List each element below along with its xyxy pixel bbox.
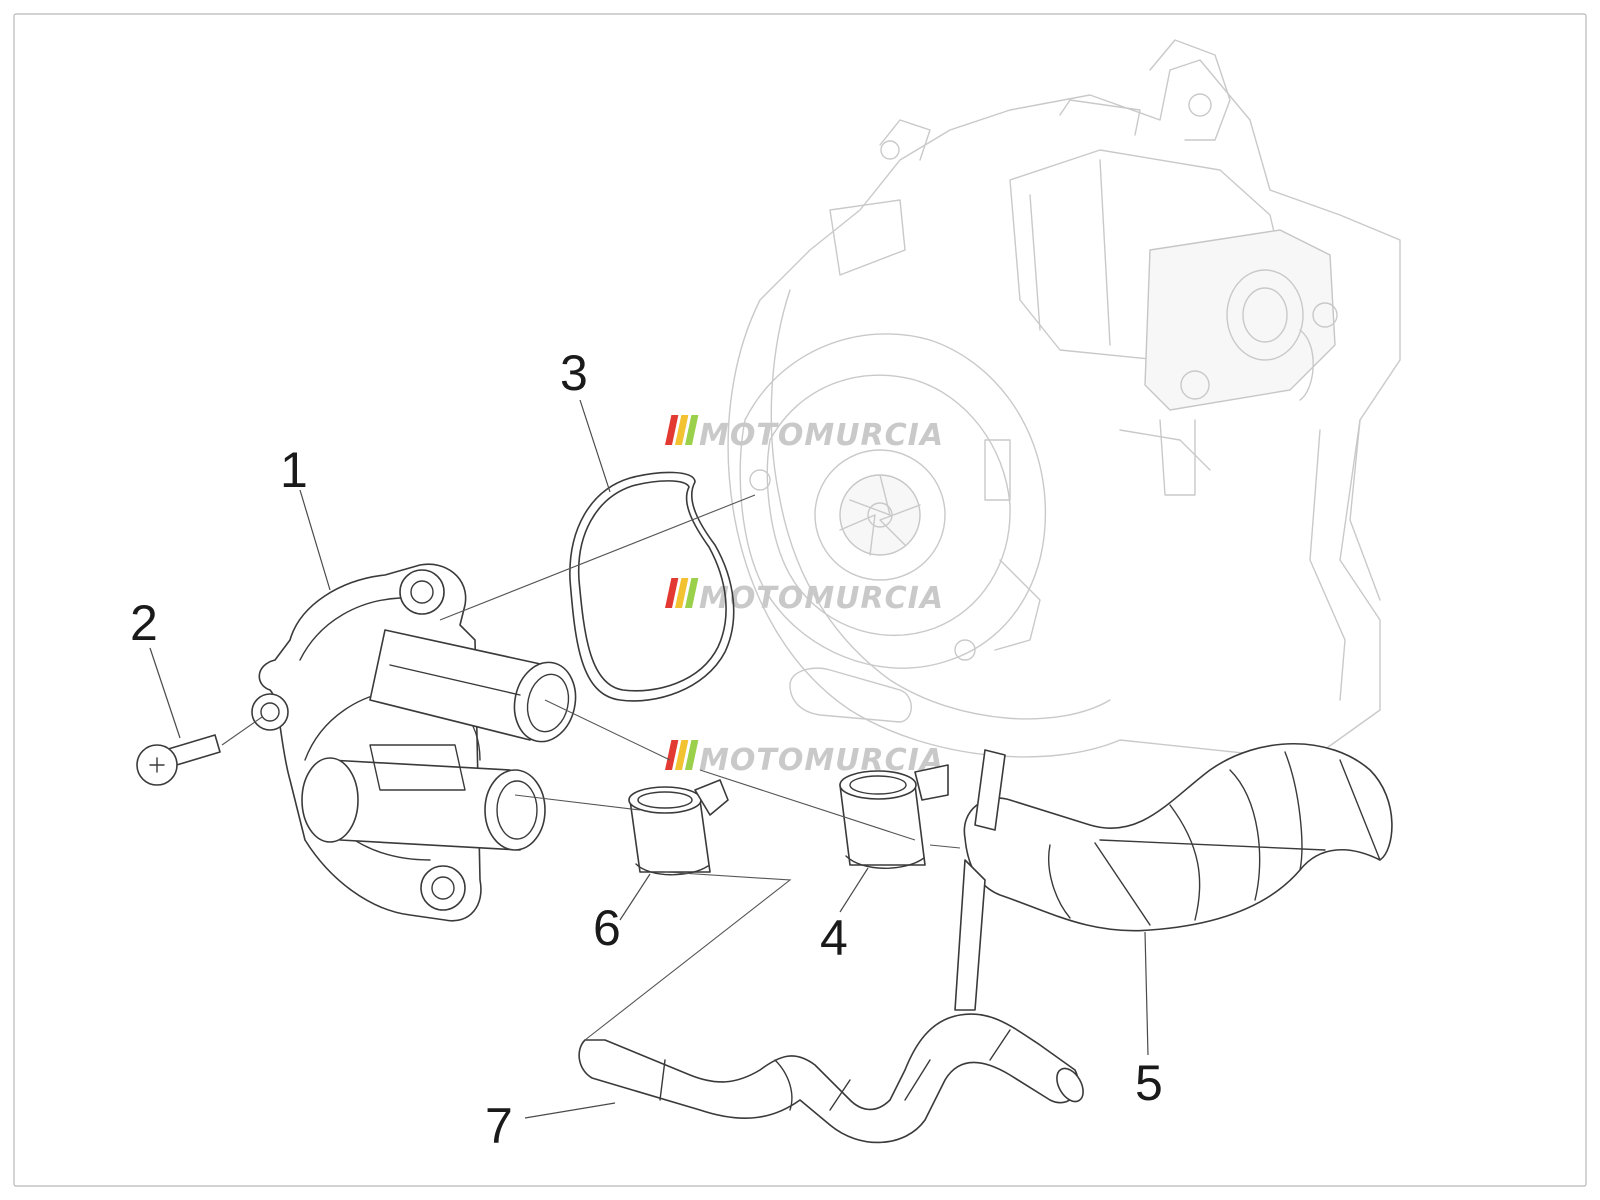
callout-2: 2 — [130, 595, 158, 651]
assembly-guide-lines — [221, 494, 961, 1041]
callout-7: 7 — [485, 1098, 513, 1154]
callout-numbers: 1 2 3 4 5 6 7 — [130, 345, 1163, 1154]
watermark-stripe-yellow — [675, 415, 689, 445]
watermark-text: MOTOMURCIA — [699, 418, 944, 453]
callout-5: 5 — [1135, 1055, 1163, 1111]
leader-7 — [524, 1102, 616, 1119]
leader-lines — [149, 399, 1149, 1119]
part-1-water-pump-cover — [251, 563, 577, 922]
leader-6 — [619, 873, 651, 921]
watermark-stripe-red — [665, 578, 679, 608]
part-2-screw — [136, 734, 221, 786]
watermark-stripe-green — [685, 415, 699, 445]
leader-2 — [149, 647, 181, 739]
callout-1: 1 — [280, 442, 308, 498]
part-7-small-hose — [578, 1013, 1084, 1144]
watermark-stripe-yellow — [675, 740, 689, 770]
watermark-middle: MOTOMURCIA — [665, 578, 944, 616]
leader-5 — [1144, 931, 1149, 1056]
part-5-coolant-hose — [954, 742, 1393, 1011]
watermark-stripe-yellow — [675, 578, 689, 608]
watermark-stripe-red — [665, 740, 679, 770]
callout-3: 3 — [560, 345, 588, 401]
watermark-text: MOTOMURCIA — [699, 743, 944, 778]
diagram-frame — [13, 13, 1587, 1187]
part-3-o-ring-gasket — [569, 471, 735, 702]
watermark-text: MOTOMURCIA — [699, 581, 944, 616]
watermark-stripe-green — [685, 578, 699, 608]
leader-3 — [579, 399, 611, 493]
leader-1 — [299, 489, 331, 591]
part-4-hose-clamp — [839, 764, 949, 869]
watermark-bottom: MOTOMURCIA — [665, 740, 944, 778]
leader-4 — [839, 867, 869, 913]
watermark-stripe-red — [665, 415, 679, 445]
engine-housing-ghost — [727, 39, 1401, 761]
callout-6: 6 — [593, 900, 621, 956]
callout-4: 4 — [820, 910, 848, 966]
part-6-hose-clamp — [628, 779, 729, 876]
watermark-stripe-green — [685, 740, 699, 770]
watermark-top: MOTOMURCIA — [665, 415, 944, 453]
